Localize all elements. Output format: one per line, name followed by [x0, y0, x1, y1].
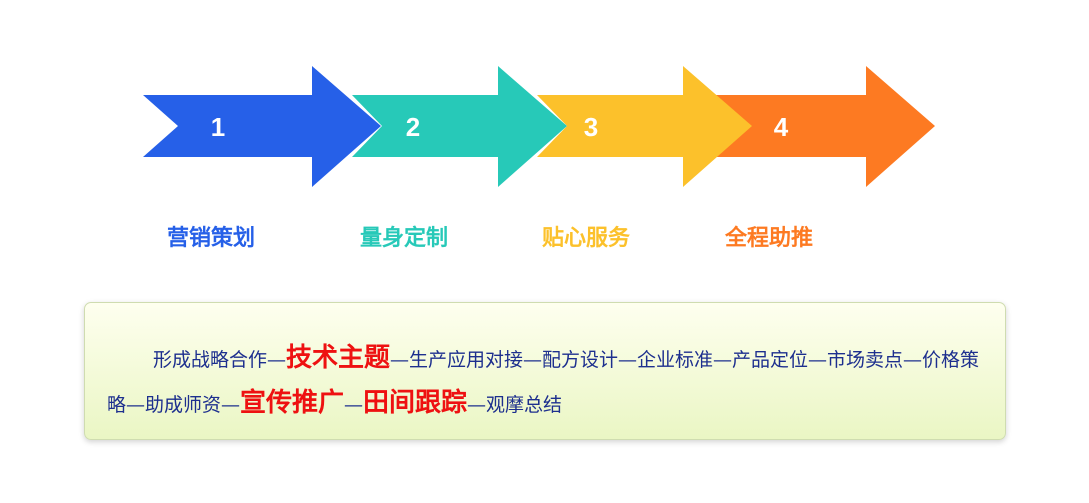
step-label-3: 贴心服务 [542, 226, 631, 251]
step-number-4: 4 [774, 112, 789, 142]
step-arrow-2: 2 [352, 66, 567, 187]
process-description-text: 形成战略合作—技术主题—生产应用对接—配方设计—企业标准—产品定位—市场卖点—价… [107, 337, 987, 427]
step-arrow-3: 3 [537, 66, 752, 187]
highlight-promotion: 宣传推广 [240, 388, 345, 418]
arrow-shape-4 [716, 66, 935, 187]
arrow-shape-1 [143, 66, 381, 187]
highlight-tech-theme: 技术主题 [286, 343, 391, 373]
step-label-1: 营销策划 [167, 226, 256, 251]
step-arrow-4: 4 [716, 66, 935, 187]
highlight-field-tracking: 田间跟踪 [363, 388, 468, 418]
process-segment: —生产应用对接—配方设计—企业标准—产品定位—市场卖点—价格策略—助成师资— [107, 349, 980, 416]
process-segment: — [344, 394, 364, 416]
process-segment: —观摩总结 [467, 394, 563, 416]
process-segment: 形成战略合作— [153, 349, 287, 371]
step-arrow-1: 1 [143, 66, 381, 187]
step-number-3: 3 [584, 112, 598, 142]
arrow-shape-3 [537, 66, 752, 187]
step-number-2: 2 [406, 112, 420, 142]
process-description-panel: 形成战略合作—技术主题—生产应用对接—配方设计—企业标准—产品定位—市场卖点—价… [84, 302, 1006, 440]
step-label-4: 全程助推 [725, 226, 814, 251]
arrow-shape-2 [352, 66, 567, 187]
step-arrows: 4 3 2 1 [143, 66, 935, 187]
step-number-1: 1 [211, 112, 225, 142]
step-label-2: 量身定制 [360, 226, 449, 251]
